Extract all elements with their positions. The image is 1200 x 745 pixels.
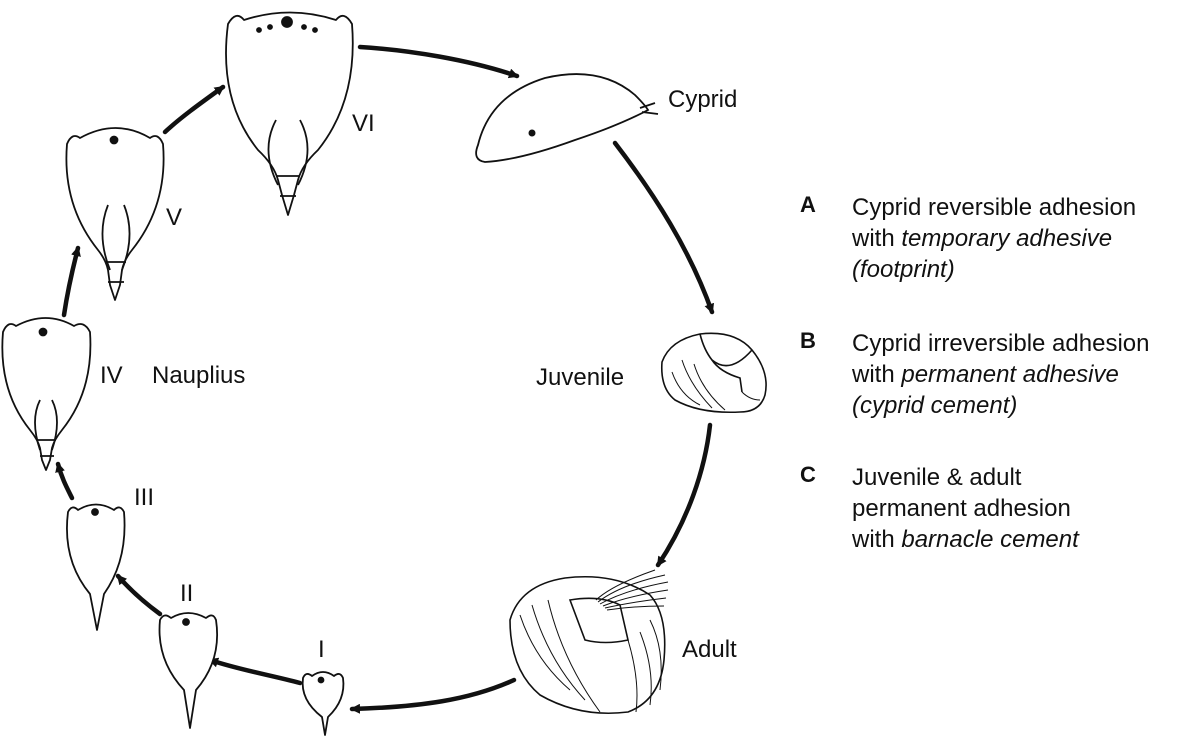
nauplius-stage-I [301,671,345,736]
arrow-IV-to-V [61,245,81,318]
legend-letter: A [800,192,816,217]
arrow-II-to-III [115,573,163,617]
nauplius-stage-V [65,127,165,301]
cycle-arrows [55,44,715,714]
stage-label-II: II [180,580,194,607]
arrow-III-to-IV [55,461,75,501]
stage-label-cyprid: Cyprid [668,86,738,113]
legend-text: Juvenile & adult permanent adhesion with… [852,464,1079,553]
stage-label-III: III [134,484,155,511]
arrow-VI-to-cyprid [357,44,520,79]
nauplius-stage-VI [225,11,354,216]
legend-letter: C [800,462,816,487]
stage-label-V: V [166,204,183,231]
legend-letter: B [800,328,816,353]
arrow-I-to-II [207,657,303,686]
arrow-juvenile-to-adult [655,422,713,568]
stage-label-nauplius: Nauplius [152,362,246,389]
arrow-adult-to-I [349,677,517,714]
nauplius-stage-IV [1,317,92,471]
legend-text: Cyprid irreversible adhesion with perman… [852,330,1150,419]
arrow-cyprid-to-juvenile [612,140,715,315]
stage-label-VI: VI [352,110,375,137]
stage-label-adult: Adult [682,636,737,663]
nauplius-stage-II [158,612,218,729]
nauplius-stage-III [66,503,126,631]
cyprid-larva [475,73,659,163]
juvenile-barnacle [660,332,767,414]
cirri [595,569,669,611]
legend-text: Cyprid reversible adhesion with temporar… [852,194,1137,283]
stage-label-IV: IV [100,362,123,389]
stage-label-juvenile: Juvenile [536,364,625,391]
adult-barnacle [509,569,669,715]
arrow-V-to-VI [162,84,226,135]
stage-label-I: I [318,636,325,663]
